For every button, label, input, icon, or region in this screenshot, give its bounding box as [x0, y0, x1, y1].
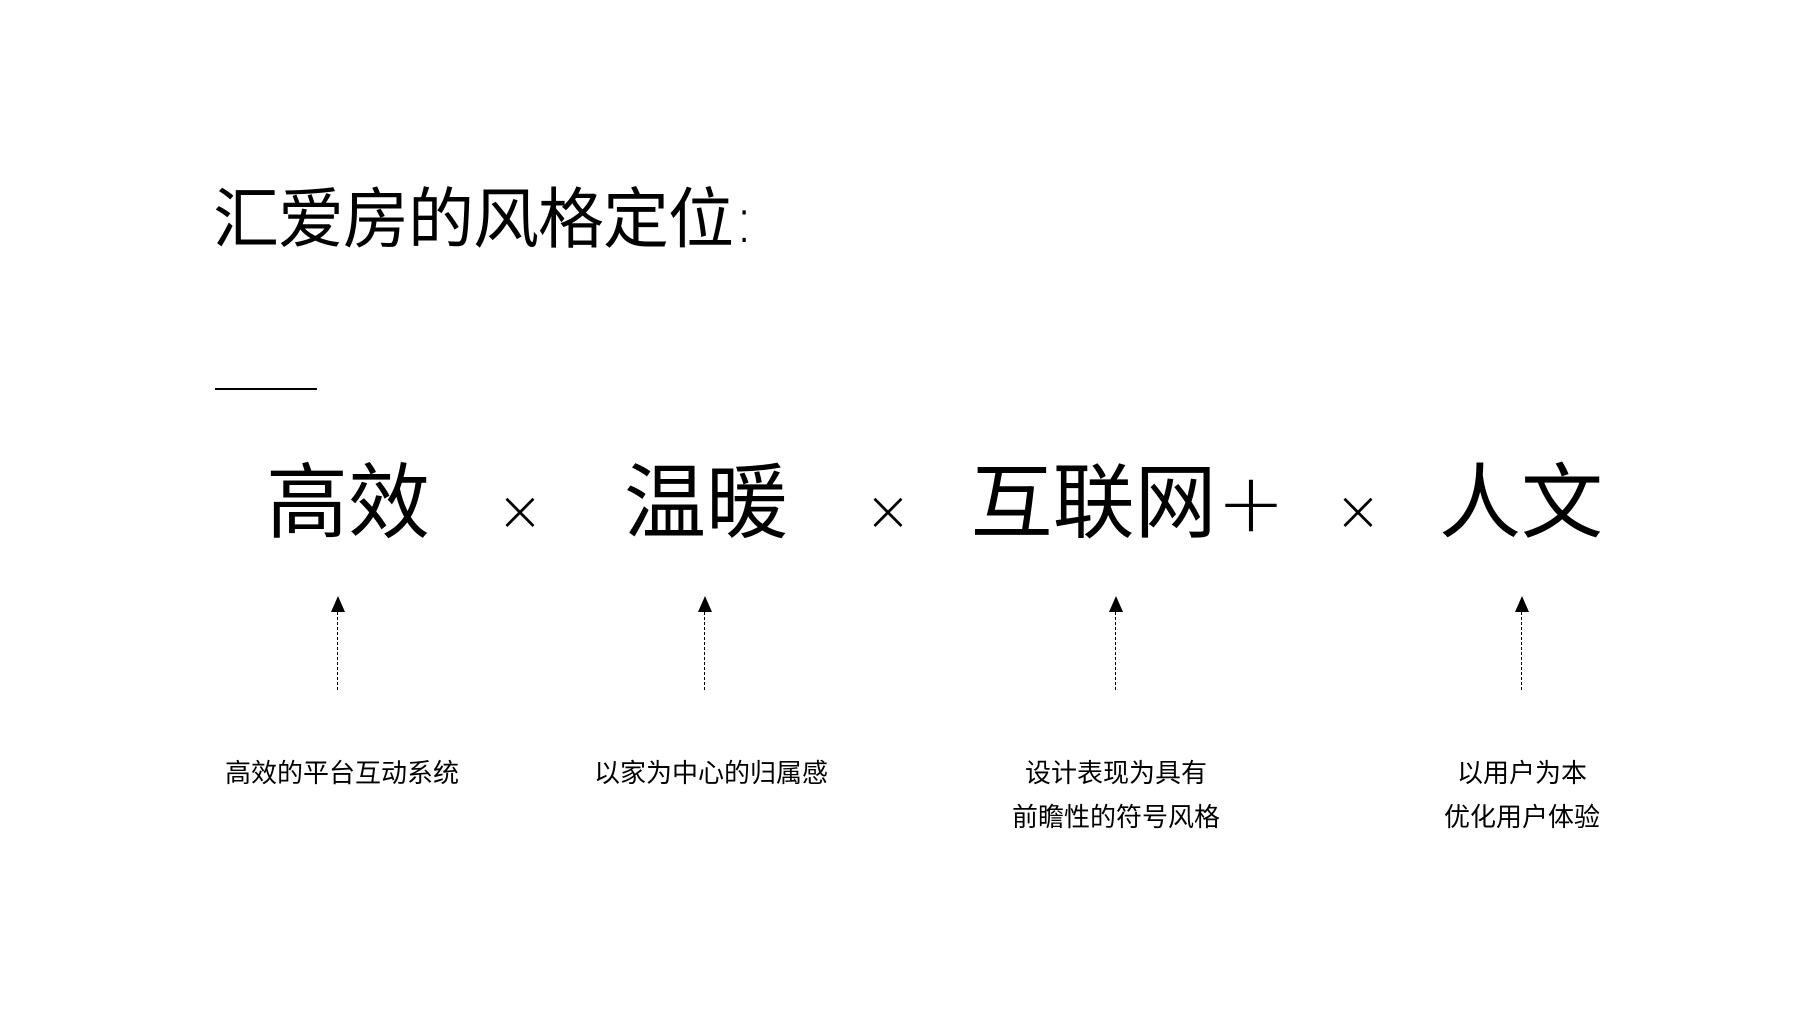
- times-symbol: ×: [1334, 479, 1382, 544]
- description-line: 前瞻性的符号风格: [1011, 803, 1221, 833]
- times-symbol: ×: [496, 479, 544, 544]
- title-underline-divider: [215, 388, 317, 390]
- description-line: 优化用户体验: [1443, 803, 1601, 833]
- description-internet-plus: 设计表现为具有 前瞻性的符号风格: [1012, 752, 1220, 840]
- description-line: 高效的平台互动系统: [224, 759, 460, 789]
- description-line: 以家为中心的归属感: [593, 759, 829, 789]
- description-humanistic: 以用户为本 优化用户体验: [1444, 752, 1600, 840]
- keyword-humanistic: 人文: [1438, 456, 1604, 551]
- description-efficient: 高效的平台互动系统: [225, 752, 459, 796]
- description-line: 设计表现为具有: [1024, 759, 1208, 789]
- keyword-warm: 温暖: [623, 456, 789, 551]
- description-line: 以用户为本: [1456, 759, 1588, 789]
- keyword-internet-plus: 互联网+: [970, 456, 1286, 551]
- page-title: 汇爱房的风格定位:: [213, 181, 755, 258]
- times-symbol: ×: [864, 479, 912, 544]
- description-warm: 以家为中心的归属感: [594, 752, 828, 796]
- keyword-efficient: 高效: [265, 456, 431, 551]
